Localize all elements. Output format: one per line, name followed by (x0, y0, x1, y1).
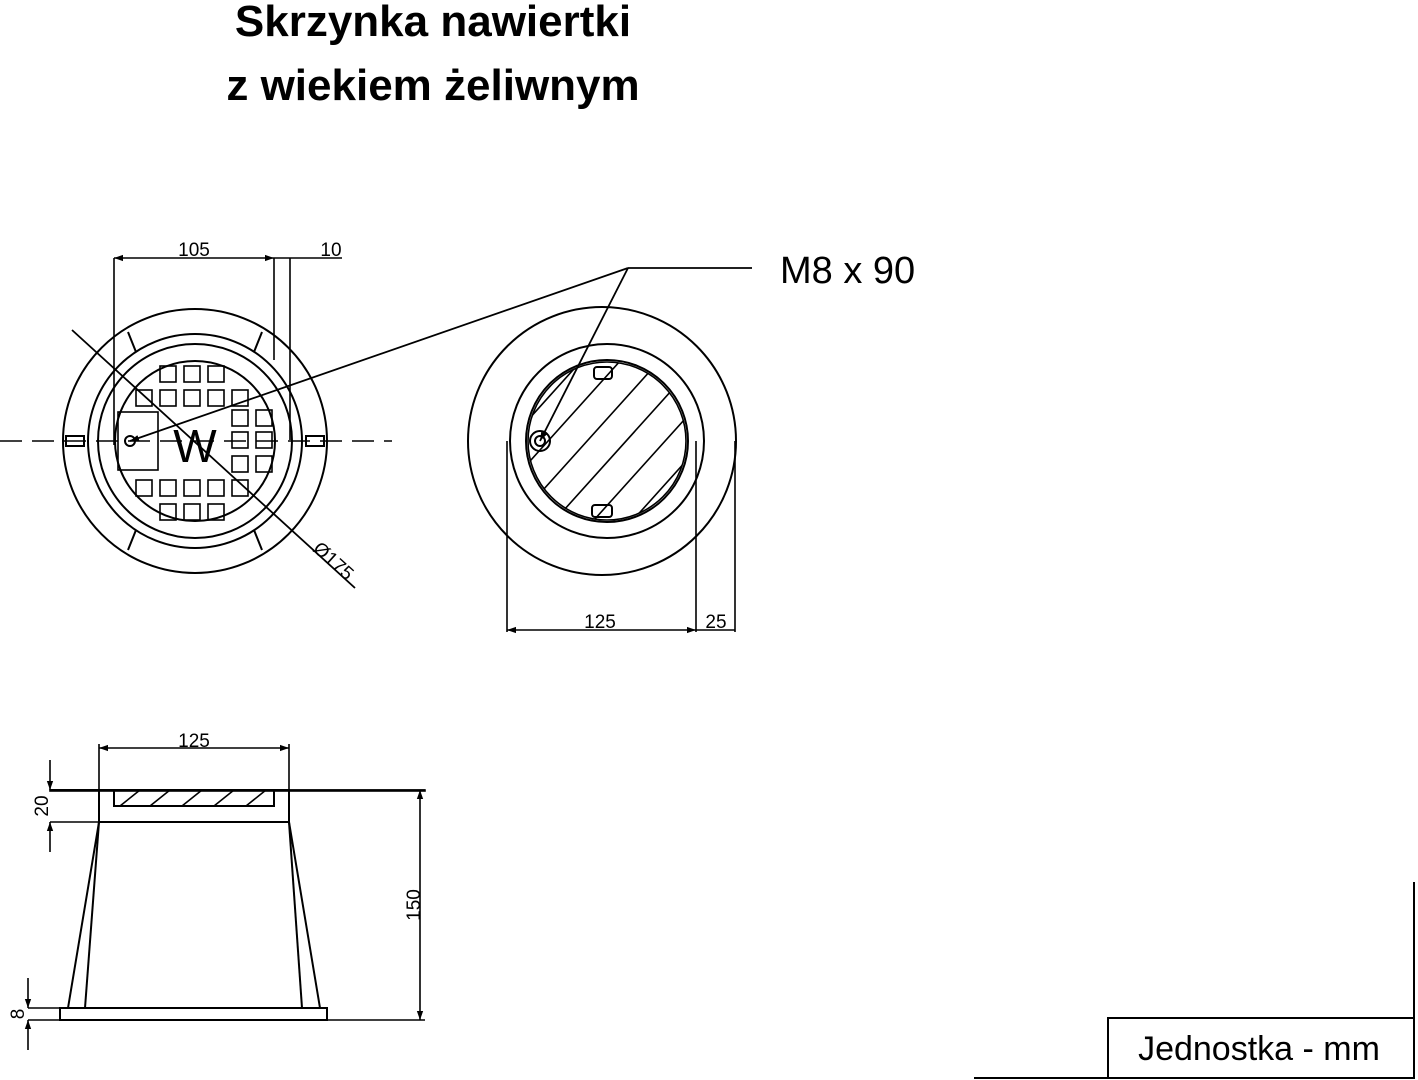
dim-top-width: 105 (178, 240, 210, 261)
lid-plate (117, 411, 159, 471)
inner-ring (525, 359, 689, 523)
dim-side-total-height: 150 (404, 889, 425, 921)
base-flange (59, 1007, 328, 1021)
middle-ring (509, 343, 705, 539)
lid-circle (114, 360, 276, 522)
dim-side-base-height: 8 (8, 1009, 29, 1020)
outer-ring (62, 308, 328, 574)
ribs (65, 331, 325, 551)
lug-bottom (591, 504, 613, 518)
outer-ring (467, 306, 737, 576)
bolt-nut (529, 430, 551, 452)
lid-hatch (113, 789, 275, 807)
top-view (0, 254, 392, 589)
lid-grid (117, 365, 273, 521)
bolt-callout: M8 x 90 (780, 250, 915, 292)
title-block (974, 882, 1415, 1079)
dim-side-top-width: 125 (178, 731, 210, 752)
units-label: Jednostka - mm (1138, 1030, 1380, 1068)
title-line-1: Skrzynka nawiertki (234, 0, 632, 46)
units-box (1107, 1017, 1415, 1079)
middle-ring (87, 333, 303, 549)
bolt-callout-lines (129, 267, 752, 442)
dim-top-offset: 10 (320, 240, 341, 261)
dim-diameter: Ø175 (309, 538, 358, 585)
lug-top (593, 366, 613, 380)
lid-letter: W (173, 420, 217, 472)
title-line-2: z wiekiem żeliwnym (226, 61, 640, 110)
inner-ring (97, 343, 293, 539)
bottom-view (467, 306, 737, 634)
diameter-leader (71, 329, 356, 589)
side-view (24, 744, 426, 1050)
dim-bottom-offset: 25 (705, 612, 726, 633)
dim-side-lid-height: 20 (32, 795, 53, 816)
dim-bottom-width: 125 (584, 612, 616, 633)
